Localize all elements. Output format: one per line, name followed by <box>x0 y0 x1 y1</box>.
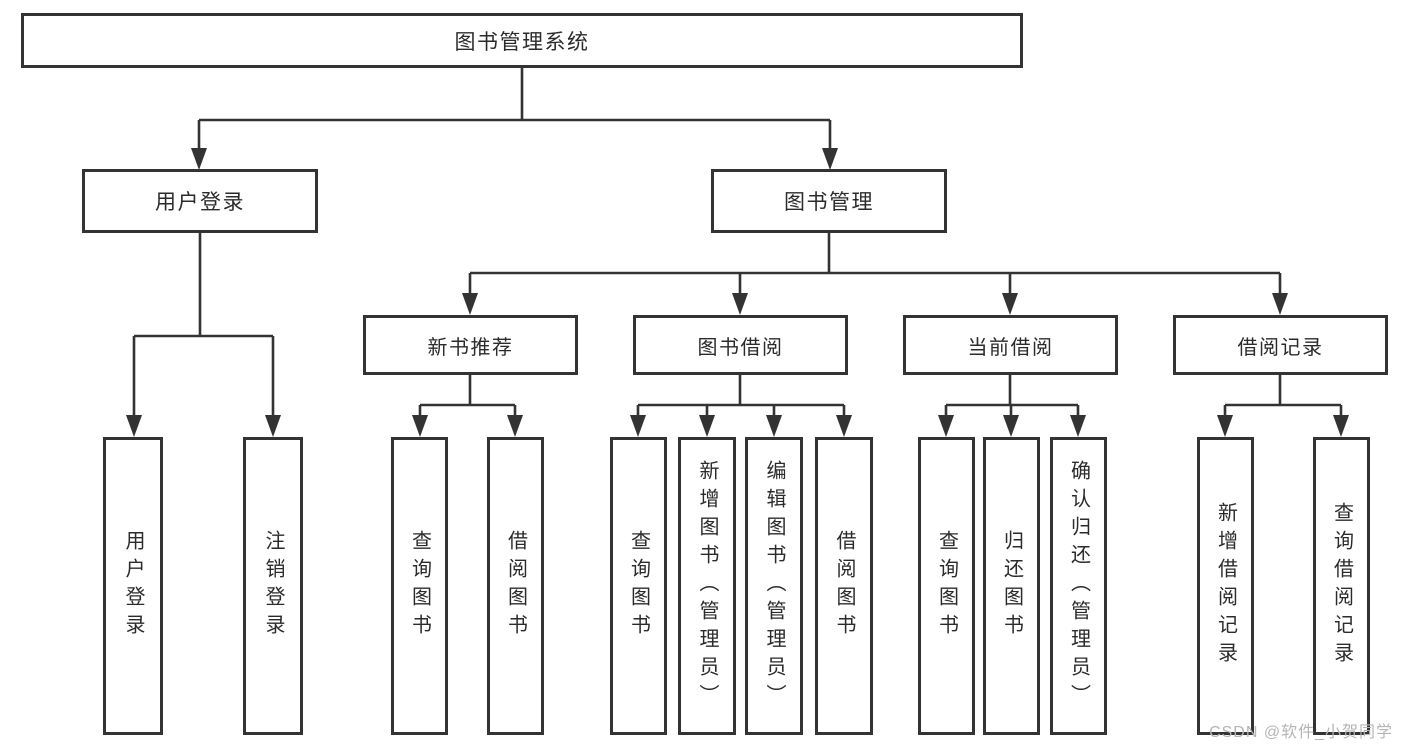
arrow-down-icon <box>1217 415 1233 437</box>
connector-book-borrow-to-leaves <box>630 375 852 437</box>
leaf-label: 借阅图书 <box>833 530 855 642</box>
leaf-label: 确认归还（管理员） <box>1067 460 1090 712</box>
csdn-watermark: CSDN @软件_小贺同学 <box>1209 724 1393 741</box>
leaf-query-borrow-record: 查询借阅记录 <box>1313 437 1370 735</box>
leaf-borrow-book-recommend: 借阅图书 <box>487 437 544 735</box>
leaf-confirm-return-admin: 确认归还（管理员） <box>1050 437 1107 735</box>
arrow-down-icon <box>732 293 748 315</box>
leaf-label: 新增图书（管理员） <box>696 460 718 712</box>
node-label: 借阅记录 <box>1237 336 1324 359</box>
leaf-logout: 注销登录 <box>243 437 303 735</box>
arrow-down-icon <box>126 415 142 437</box>
node-label: 图书借阅 <box>697 336 784 359</box>
arrow-down-icon <box>507 415 523 437</box>
leaf-label: 借阅图书 <box>504 530 527 642</box>
arrow-down-icon <box>836 415 852 437</box>
arrow-down-icon <box>822 148 838 170</box>
node-label: 新书推荐 <box>427 336 514 359</box>
leaf-add-borrow-record: 新增借阅记录 <box>1197 437 1254 735</box>
leaf-return-book: 归还图书 <box>983 437 1040 735</box>
arrow-down-icon <box>191 148 207 170</box>
node-label: 图书管理 <box>784 191 874 214</box>
leaf-query-book-current: 查询图书 <box>918 437 975 735</box>
connector-current-borrow-to-leaves <box>938 375 1086 437</box>
arrow-down-icon <box>938 415 954 437</box>
leaf-label: 查询图书 <box>935 530 958 642</box>
leaf-label: 查询图书 <box>627 530 650 642</box>
leaf-query-book-recommend: 查询图书 <box>391 437 448 735</box>
leaf-label: 用户登录 <box>122 530 144 642</box>
arrow-down-icon <box>630 415 646 437</box>
arrow-down-icon <box>462 293 478 315</box>
arrow-down-icon <box>412 415 428 437</box>
connector-root-to-level2 <box>191 68 838 170</box>
arrow-down-icon <box>1272 293 1288 315</box>
leaf-label: 编辑图书（管理员） <box>763 460 785 712</box>
arrow-down-icon <box>1002 293 1018 315</box>
node-borrow-records: 借阅记录 <box>1173 315 1388 375</box>
node-label: 图书管理系统 <box>454 30 590 54</box>
arrow-down-icon <box>1333 415 1349 437</box>
connector-user-login-to-leaves <box>126 233 281 437</box>
leaf-edit-book-admin: 编辑图书（管理员） <box>745 437 803 735</box>
arrow-down-icon <box>265 415 281 437</box>
leaf-label: 查询图书 <box>408 530 431 642</box>
node-current-borrow: 当前借阅 <box>903 315 1118 375</box>
arrow-down-icon <box>1003 415 1019 437</box>
leaf-borrow-book: 借阅图书 <box>815 437 873 735</box>
node-library-system: 图书管理系统 <box>21 13 1023 68</box>
connector-new-book-recommend-to-leaves <box>412 375 523 437</box>
leaf-query-book-borrow: 查询图书 <box>610 437 667 735</box>
leaf-add-book-admin: 新增图书（管理员） <box>678 437 736 735</box>
arrow-down-icon <box>699 415 715 437</box>
node-book-borrow: 图书借阅 <box>633 315 848 375</box>
node-new-book-recommend: 新书推荐 <box>363 315 578 375</box>
arrow-down-icon <box>1070 415 1086 437</box>
node-label: 当前借阅 <box>967 336 1054 359</box>
connector-borrow-records-to-leaves <box>1217 375 1349 437</box>
connector-book-management-to-level3 <box>462 233 1288 315</box>
node-label: 用户登录 <box>155 191 245 214</box>
leaf-user-login: 用户登录 <box>103 437 163 735</box>
node-book-management: 图书管理 <box>711 169 947 233</box>
arrow-down-icon <box>766 415 782 437</box>
leaf-label: 新增借阅记录 <box>1214 502 1237 670</box>
node-user-login: 用户登录 <box>82 169 318 233</box>
leaf-label: 查询借阅记录 <box>1330 502 1353 670</box>
leaf-label: 归还图书 <box>1000 530 1023 642</box>
leaf-label: 注销登录 <box>262 530 284 642</box>
